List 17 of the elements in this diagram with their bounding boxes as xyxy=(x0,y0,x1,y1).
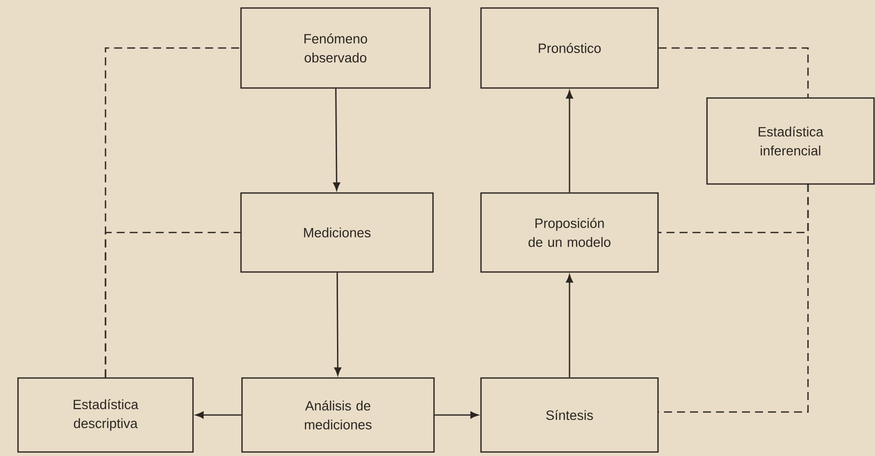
connector-line xyxy=(104,232,240,378)
connector-line xyxy=(658,184,809,413)
arrow xyxy=(196,412,242,418)
process-box: Mediciones xyxy=(240,192,434,273)
arrow xyxy=(334,272,342,376)
arrow xyxy=(434,412,478,418)
process-box: Proposición de un modelo xyxy=(480,192,659,273)
process-box: Estadística inferencial xyxy=(706,97,875,185)
process-box: Análisis de mediciones xyxy=(241,377,435,453)
process-box: Fenómeno observado xyxy=(240,7,431,89)
process-box: Estadística descriptiva xyxy=(17,377,194,453)
connector-line xyxy=(658,47,809,98)
process-box: Pronóstico xyxy=(480,7,659,89)
arrow xyxy=(333,88,340,190)
arrow xyxy=(566,90,573,192)
process-box: Síntesis xyxy=(480,377,659,453)
arrow xyxy=(566,274,573,378)
